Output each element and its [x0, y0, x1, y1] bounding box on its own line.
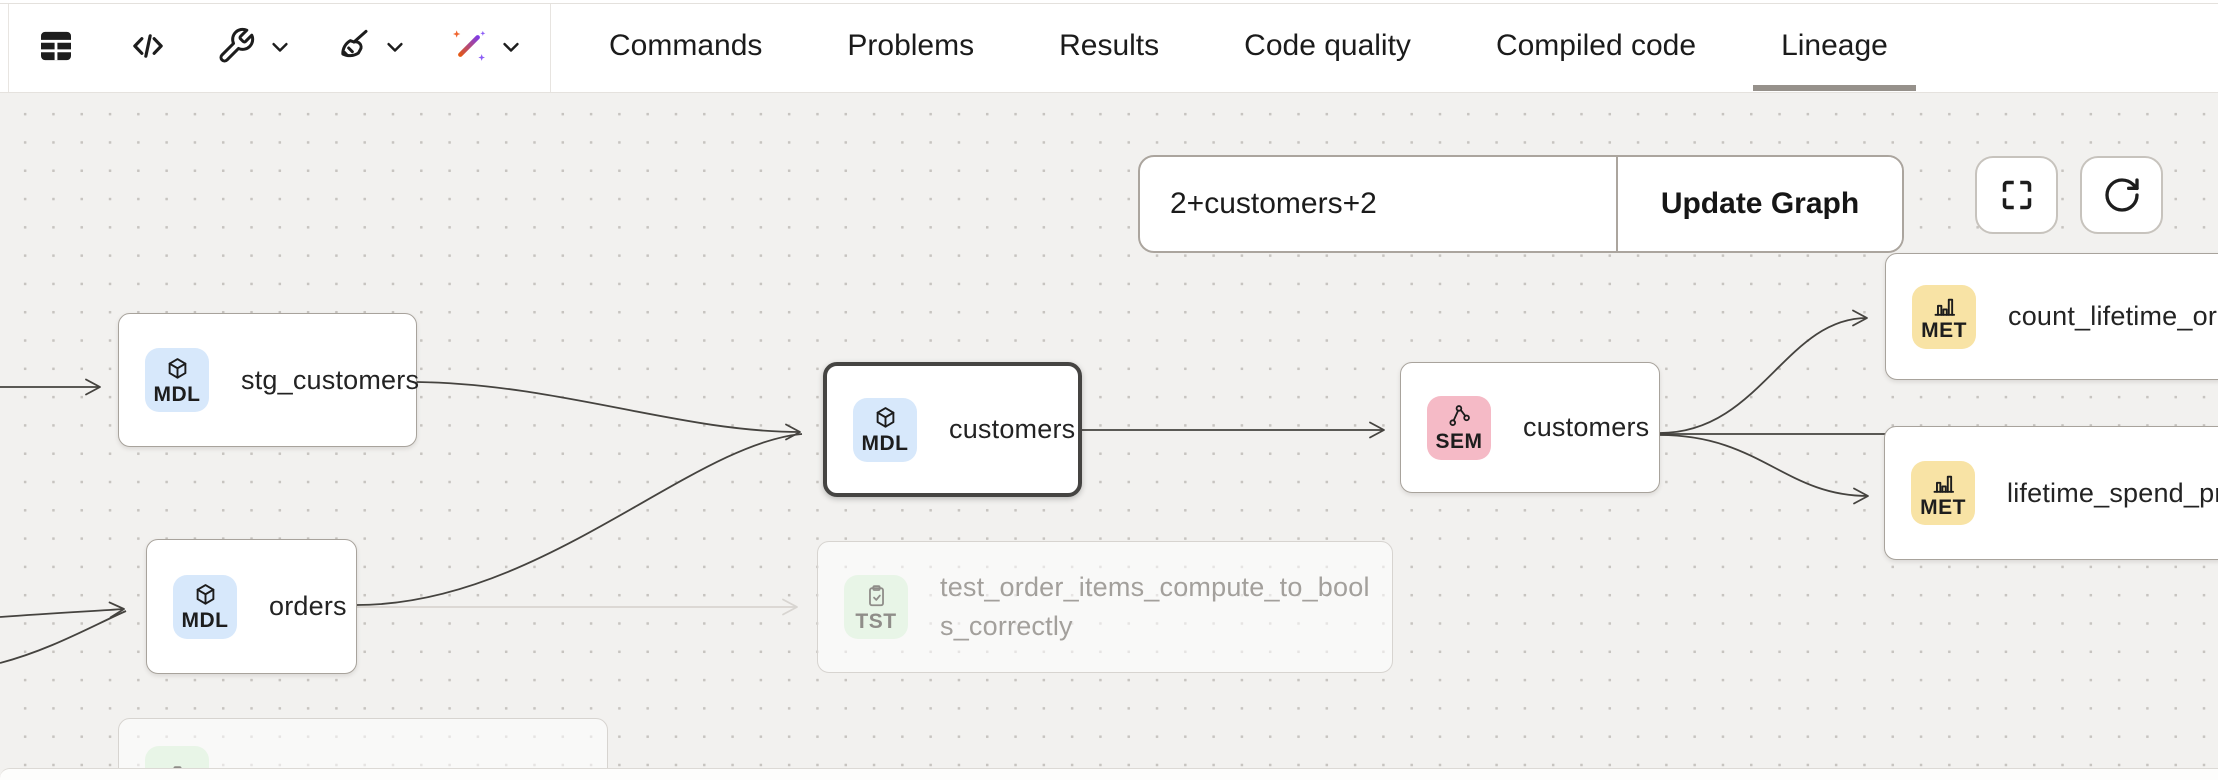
clean-dropdown[interactable] — [381, 33, 409, 61]
node-label: test_order_items_compute_to_bools_correc… — [940, 571, 1370, 641]
cube-icon — [168, 357, 186, 379]
node-label: customers — [1523, 412, 1650, 442]
node-customers-model[interactable]: MDL customers — [823, 362, 1082, 497]
ai-assist-button[interactable] — [449, 26, 489, 66]
tab-commands[interactable]: Commands — [609, 29, 763, 62]
node-count-lifetime-order[interactable]: MET count_lifetime_order — [1885, 253, 2218, 380]
test-badge: TST — [844, 575, 908, 639]
tab-results[interactable]: Results — [1059, 29, 1160, 62]
model-badge: MDL — [145, 348, 209, 412]
lineage-canvas[interactable]: MDL stg_customers MDL orders MDL custome… — [0, 92, 2218, 780]
node-label: customers — [949, 414, 1076, 444]
panel-toolbar: Commands Problems Results Code quality C… — [0, 0, 2218, 93]
tab-problems[interactable]: Problems — [847, 29, 975, 62]
badge-label: MDL — [181, 609, 229, 632]
cube-icon — [196, 584, 214, 605]
graph-selector-bar: Update Graph — [1138, 155, 1904, 253]
magic-wand-icon — [453, 30, 486, 61]
refresh-button[interactable] — [2080, 156, 2163, 234]
node-orders[interactable]: MDL orders — [146, 539, 357, 674]
metric-badge: MET — [1911, 461, 1975, 525]
broom-icon — [341, 29, 368, 58]
tab-lineage[interactable]: Lineage — [1753, 0, 1916, 92]
table-view-button[interactable] — [36, 26, 76, 66]
update-graph-button[interactable]: Update Graph — [1618, 157, 1902, 251]
bar-chart-icon — [1933, 475, 1954, 493]
table-icon — [41, 31, 71, 61]
ai-assist-dropdown[interactable] — [497, 33, 525, 61]
chevron-down-icon — [387, 42, 403, 52]
fullscreen-button[interactable] — [1975, 156, 2058, 234]
badge-label: MDL — [153, 382, 201, 406]
code-icon — [133, 34, 163, 58]
metric-badge: MET — [1912, 284, 1976, 349]
model-badge: MDL — [853, 397, 917, 462]
node-label: orders — [269, 591, 347, 621]
bar-chart-icon — [1934, 298, 1955, 316]
node-customers-semantic[interactable]: SEM customers — [1400, 362, 1660, 493]
node-test-order-items[interactable]: TST test_order_items_compute_to_bools_co… — [817, 541, 1393, 673]
badge-label: MET — [1920, 495, 1966, 519]
wrench-icon — [219, 27, 255, 63]
panel-tabs: Commands Problems Results Code quality C… — [581, 0, 1916, 92]
toolbar-divider — [550, 4, 551, 92]
node-lifetime-spend[interactable]: MET lifetime_spend_preta — [1884, 426, 2218, 560]
code-preview-button[interactable] — [128, 26, 168, 66]
badge-label: MET — [1921, 319, 1967, 342]
badge-label: TST — [855, 609, 897, 633]
badge-label: MDL — [861, 432, 909, 455]
fullscreen-icon — [2002, 180, 2031, 210]
tab-code-quality[interactable]: Code quality — [1244, 29, 1411, 62]
cube-icon — [876, 407, 894, 428]
node-label: lifetime_spend_preta — [2007, 477, 2218, 508]
chevron-down-icon — [272, 42, 288, 52]
node-stg-customers[interactable]: MDL stg_customers — [118, 313, 420, 447]
semantic-graph-icon — [1448, 405, 1470, 426]
build-tools-dropdown[interactable] — [266, 33, 294, 61]
refresh-icon — [2104, 178, 2139, 212]
build-tools-button[interactable] — [216, 26, 256, 66]
panel-bottom-edge — [0, 768, 2218, 780]
clean-button[interactable] — [333, 26, 373, 66]
semantic-badge: SEM — [1427, 395, 1491, 460]
node-label: count_lifetime_order — [2008, 301, 2218, 331]
model-selector-input[interactable] — [1140, 157, 1618, 251]
model-badge: MDL — [173, 574, 237, 639]
badge-label: SEM — [1435, 430, 1483, 453]
chevron-down-icon — [503, 42, 519, 52]
node-label: stg_customers — [241, 364, 420, 395]
tab-compiled-code[interactable]: Compiled code — [1495, 29, 1697, 62]
clipboard-check-icon — [868, 584, 884, 606]
